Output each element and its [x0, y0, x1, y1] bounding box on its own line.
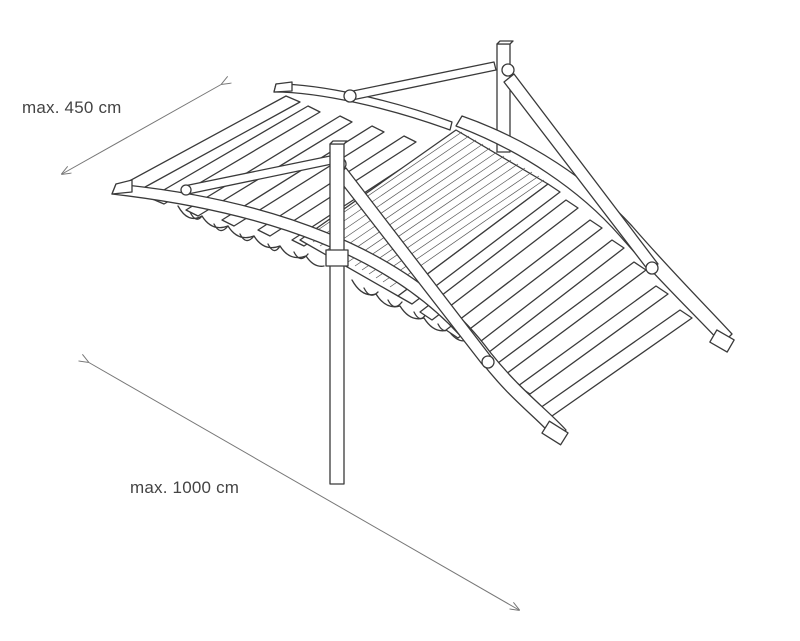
- width-dimension-arrow: [62, 84, 222, 174]
- length-dimension-label: max. 1000 cm: [130, 478, 240, 497]
- roof-slats-front: [397, 183, 693, 417]
- front-post: [325, 140, 349, 485]
- back-curved-beam: [273, 81, 453, 131]
- width-dimension-label: max. 450 cm: [22, 98, 122, 117]
- length-dimension-arrow: [88, 362, 519, 610]
- right-curved-beam: [455, 115, 735, 353]
